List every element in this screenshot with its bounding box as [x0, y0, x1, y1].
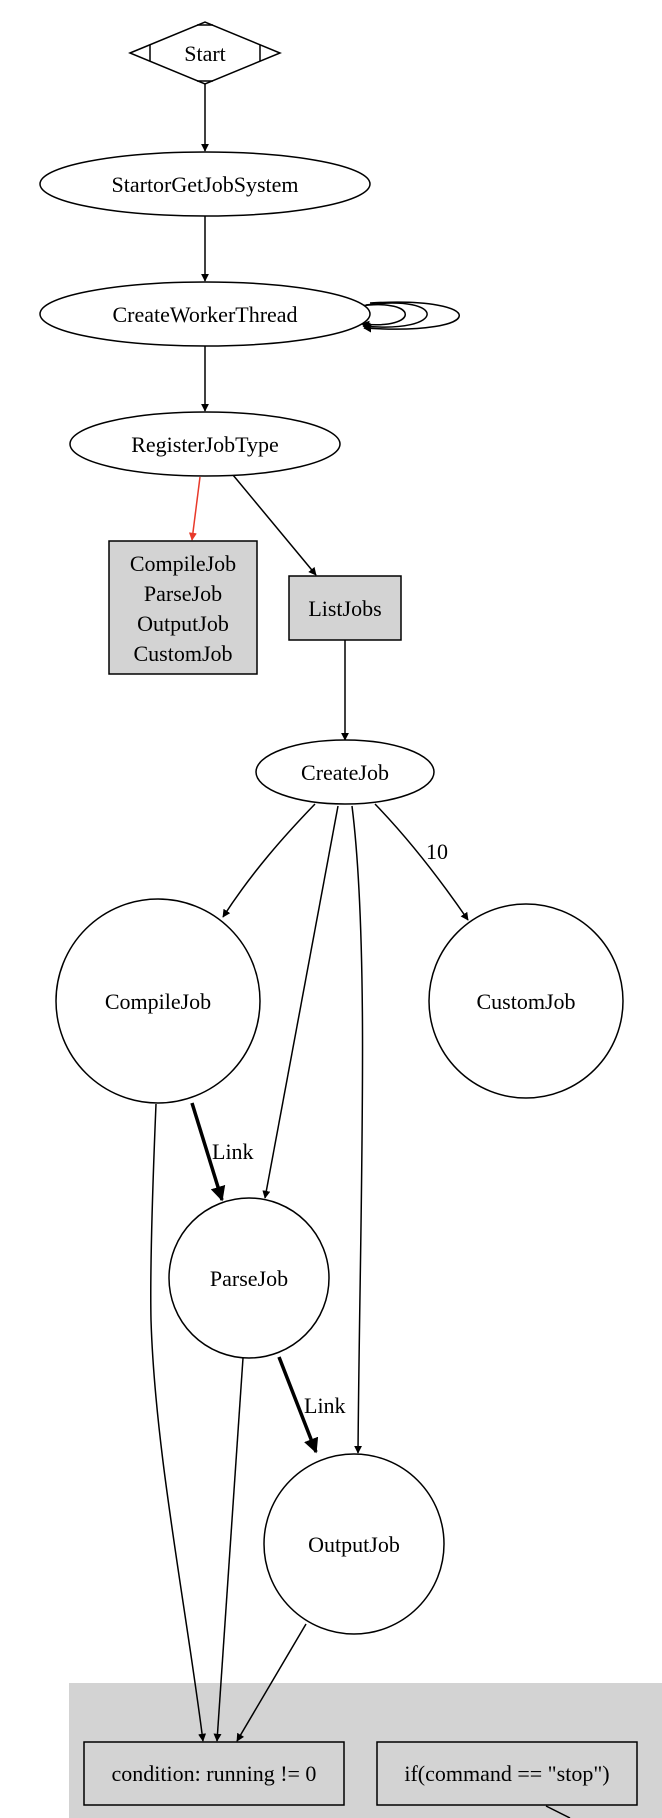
- edge-createworker-self-loop-3: [363, 301, 460, 333]
- edge-label-compile-parse-link: Link: [212, 1139, 254, 1164]
- node-condition-label: condition: running != 0: [112, 1761, 317, 1786]
- edge-ifstop-outgoing: [545, 1805, 571, 1818]
- node-start[interactable]: Start: [128, 21, 282, 85]
- node-list-jobs-label: ListJobs: [308, 596, 381, 621]
- node-if-command-stop[interactable]: if(command == "stop"): [376, 1741, 638, 1806]
- edge-outputjob-to-condition: [236, 1623, 307, 1742]
- edge-label-parse-output-link: Link: [304, 1393, 346, 1418]
- node-create-job[interactable]: CreateJob: [255, 739, 435, 805]
- node-parse-job-label: ParseJob: [210, 1266, 288, 1291]
- node-job-type-list-item-4: CustomJob: [133, 641, 232, 666]
- edge-registerjobtype-to-listjobs: [232, 474, 317, 576]
- node-compile-job-label: CompileJob: [105, 989, 211, 1014]
- node-condition-running[interactable]: condition: running != 0: [83, 1741, 345, 1806]
- edge-label-createjob-customjob: 10: [426, 839, 448, 864]
- edge-registerjobtype-to-joblist: [188, 476, 201, 541]
- node-parse-job[interactable]: ParseJob: [168, 1197, 330, 1359]
- edge-createjob-to-compilejob: [222, 803, 316, 918]
- edge-createworker-self-loop-2: [362, 302, 428, 331]
- node-create-worker-thread[interactable]: CreateWorkerThread: [39, 281, 371, 347]
- node-register-job-type-label: RegisterJobType: [131, 432, 279, 457]
- edge-createworker-self-loop-1: [359, 304, 406, 329]
- edge-parsejob-to-condition: [213, 1357, 244, 1742]
- node-custom-job[interactable]: CustomJob: [428, 903, 624, 1099]
- node-output-job-label: OutputJob: [308, 1532, 400, 1557]
- edge-compilejob-to-parsejob: [190, 1102, 226, 1202]
- node-job-type-list-item-3: OutputJob: [137, 611, 229, 636]
- node-create-job-label: CreateJob: [301, 760, 389, 785]
- node-output-job[interactable]: OutputJob: [263, 1453, 445, 1635]
- node-job-type-list[interactable]: CompileJob ParseJob OutputJob CustomJob: [108, 540, 258, 675]
- edge-createjob-to-customjob: [374, 803, 469, 921]
- node-register-job-type[interactable]: RegisterJobType: [69, 411, 341, 477]
- node-job-type-list-item-2: ParseJob: [144, 581, 222, 606]
- edge-compilejob-to-condition: [150, 1103, 207, 1742]
- node-startorget-label: StartorGetJobSystem: [112, 172, 299, 197]
- node-start-label: Start: [184, 41, 226, 66]
- node-custom-job-label: CustomJob: [476, 989, 575, 1014]
- node-startorget-jobsystem[interactable]: StartorGetJobSystem: [39, 151, 371, 217]
- edge-parsejob-to-outputjob: [277, 1356, 319, 1454]
- edge-createjob-to-parsejob: [262, 805, 339, 1199]
- node-if-stop-label: if(command == "stop"): [404, 1761, 609, 1786]
- node-job-type-list-item-1: CompileJob: [130, 551, 236, 576]
- edge-createjob-to-outputjob: [351, 805, 364, 1454]
- node-list-jobs[interactable]: ListJobs: [288, 575, 402, 641]
- node-compile-job[interactable]: CompileJob: [55, 898, 261, 1104]
- node-create-worker-label: CreateWorkerThread: [112, 302, 297, 327]
